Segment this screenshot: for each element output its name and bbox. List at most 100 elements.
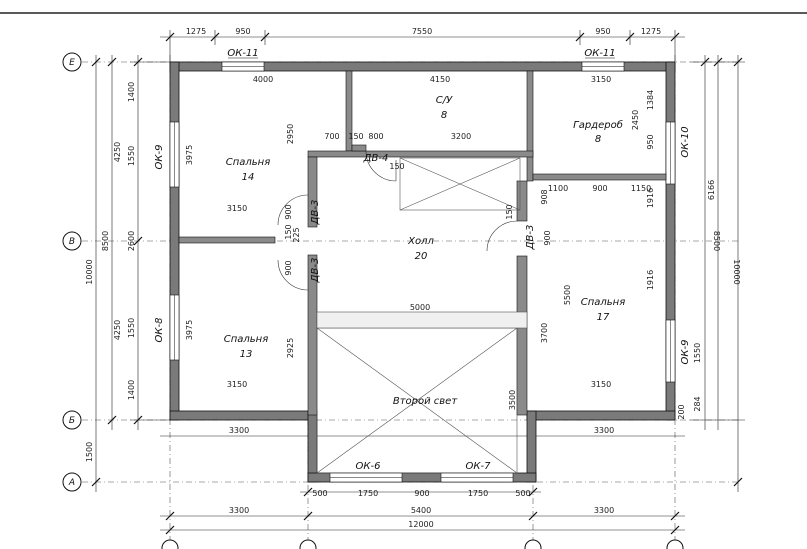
dim-in-150a: 150	[348, 132, 363, 141]
dim-bot-12000: 12000	[408, 520, 433, 529]
dim-in-1916b: 1916	[646, 270, 655, 290]
stair-opening	[399, 157, 521, 211]
dim-right-8500: 8500	[712, 231, 721, 251]
axis-marker-bv	[62, 410, 82, 430]
dim-left-4250b: 4250	[113, 320, 122, 340]
dim-in-900d: 900	[543, 230, 552, 245]
axis-marker-col3	[524, 539, 542, 549]
room-bed1-area: 14	[242, 172, 255, 183]
dim-in-3975a: 3975	[185, 145, 194, 165]
dim-bot-3300a: 3300	[229, 506, 249, 515]
room-bed3-name: Спальня	[581, 297, 626, 308]
door-tags: ДВ-4 ДВ-3 ДВ-3 ДВ-3	[310, 153, 536, 283]
room-closet-area: 8	[595, 134, 601, 145]
dim-left-8500: 8500	[101, 231, 110, 251]
dim-in-1916a: 1916	[646, 188, 655, 208]
axis-marker-col2	[299, 539, 317, 549]
dim-in-200: 200	[677, 404, 686, 419]
axis-marker-a	[62, 472, 82, 492]
dimension-texts: 1275 950 7550 950 1275 3300 3300 500 175…	[85, 27, 741, 529]
dim-left-1400a: 1400	[127, 82, 136, 102]
dim-in-3200: 3200	[451, 132, 471, 141]
axis-markers: Е В Б А	[62, 52, 684, 549]
room-hall-area: 20	[415, 251, 428, 262]
dim-left-1400b: 1400	[127, 380, 136, 400]
dim-in-3150a: 3150	[591, 75, 611, 84]
dim-left-4250a: 4250	[113, 142, 122, 162]
axis-label-a: А	[68, 478, 75, 488]
dim-mid-3300a: 3300	[229, 426, 249, 435]
dim-bot-1750a: 1750	[358, 489, 378, 498]
room-bed2-name: Спальня	[224, 334, 269, 345]
dim-right-10000: 10000	[732, 259, 741, 284]
dim-bot-1750b: 1750	[468, 489, 488, 498]
dim-bot-5400: 5400	[411, 506, 431, 515]
window-tag-ok11b: ОК-11	[584, 48, 615, 59]
dim-in-900a: 900	[592, 184, 607, 193]
window-tag-ok6: ОК-6	[356, 461, 381, 472]
dim-in-1384: 1384	[646, 90, 655, 110]
interior-walls	[178, 70, 667, 416]
axis-lines	[82, 55, 740, 545]
dim-bot-500a: 500	[312, 489, 327, 498]
axis-label-b: В	[69, 237, 75, 247]
window-tag-ok10: ОК-10	[680, 126, 691, 157]
dim-in-2950: 2950	[286, 124, 295, 144]
window-panes	[174, 66, 671, 478]
window-tag-ok11a: ОК-11	[227, 48, 258, 59]
dim-in-3700: 3700	[540, 323, 549, 343]
dim-bot-500b: 500	[515, 489, 530, 498]
room-closet-name: Гардероб	[573, 119, 623, 131]
axis-label-bv: Б	[69, 416, 75, 426]
second-light-void	[316, 311, 528, 474]
dim-in-2925: 2925	[286, 338, 295, 358]
room-wc-area: 8	[441, 110, 447, 121]
room-second-light-name: Второй свет	[393, 396, 458, 407]
dim-in-3975b: 3975	[185, 320, 194, 340]
dim-right-6166: 6166	[707, 180, 716, 200]
dim-top-1275b: 1275	[641, 27, 661, 36]
window-tag-ok9b: ОК-9	[680, 340, 691, 365]
axis-marker-e	[62, 52, 82, 72]
axis-marker-b	[62, 231, 82, 251]
window-tag-ok8: ОК-8	[154, 318, 165, 343]
dim-in-1550: 1550	[693, 343, 702, 363]
dim-mid-3300b: 3300	[594, 426, 614, 435]
dim-left-1550b: 1550	[127, 318, 136, 338]
dim-in-4000: 4000	[253, 75, 273, 84]
dim-in-3150b: 3150	[227, 204, 247, 213]
axis-label-e: Е	[69, 58, 75, 68]
dim-in-4150: 4150	[430, 75, 450, 84]
dim-left-1500: 1500	[85, 442, 94, 462]
door-tag-dv3c: ДВ-3	[525, 225, 536, 251]
dim-top-7550: 7550	[412, 27, 432, 36]
door-tag-dv4: ДВ-4	[363, 153, 389, 164]
dim-in-2450: 2450	[631, 110, 640, 130]
dim-in-5000: 5000	[410, 303, 430, 312]
dim-in-225: 225	[292, 227, 301, 242]
dim-bot-900: 900	[414, 489, 429, 498]
dim-in-950: 950	[646, 134, 655, 149]
axis-marker-col4	[666, 539, 684, 549]
dim-top-1275a: 1275	[186, 27, 206, 36]
door-swings	[277, 150, 518, 291]
dim-in-150b: 150	[389, 162, 404, 171]
dim-in-150d: 150	[505, 204, 514, 219]
dim-left-2600: 2600	[127, 231, 136, 251]
dim-left-10000: 10000	[85, 259, 94, 284]
dim-in-150c: 150	[284, 224, 293, 239]
dim-in-700: 700	[324, 132, 339, 141]
room-bed1-name: Спальня	[226, 157, 271, 168]
dim-in-5500: 5500	[563, 285, 572, 305]
dim-top-950a: 950	[235, 27, 250, 36]
axis-marker-col1	[161, 539, 179, 549]
door-tag-dv3b: ДВ-3	[310, 258, 321, 284]
door-tag-dv3a: ДВ-3	[310, 200, 321, 226]
exterior-walls	[169, 61, 676, 483]
dim-in-3500: 3500	[508, 390, 517, 410]
dimension-ticks	[91, 32, 743, 535]
room-hall-name: Холл	[407, 236, 434, 247]
dim-in-908: 908	[540, 189, 549, 204]
dim-in-800: 800	[368, 132, 383, 141]
